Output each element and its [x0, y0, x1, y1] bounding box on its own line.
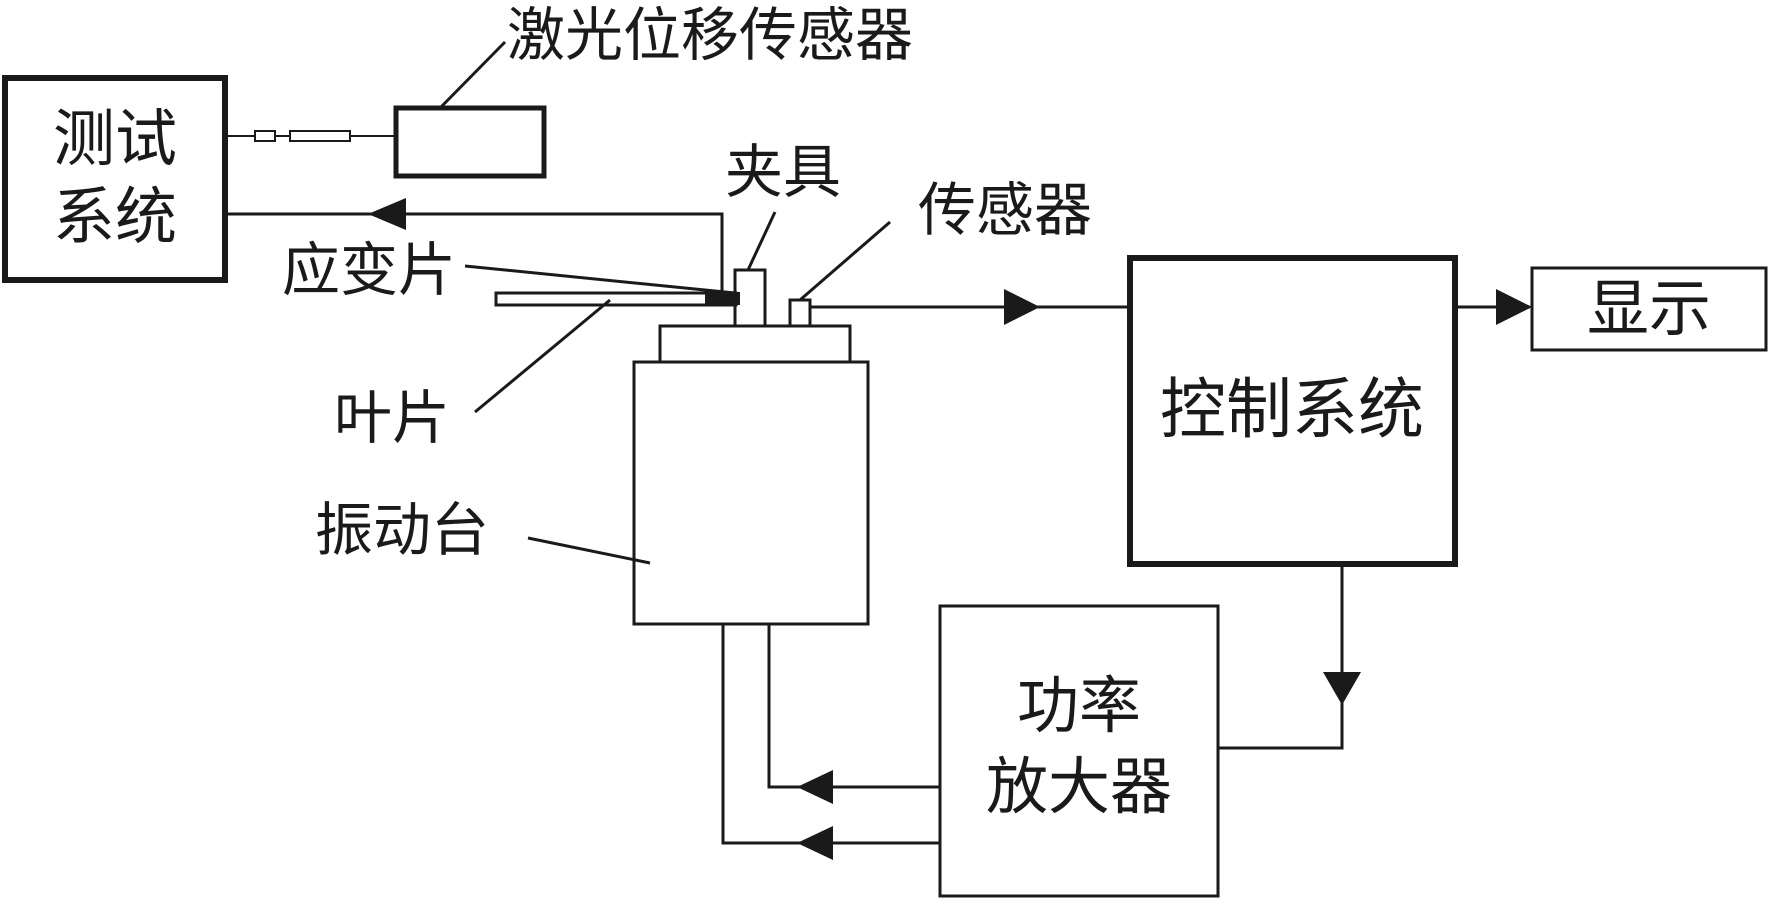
- sensor-label: 传感器: [918, 176, 1092, 244]
- sensor: [788, 298, 812, 328]
- laser-sensor-label: 激光位移传感器: [507, 1, 913, 69]
- test-system-label-line2: 系统: [53, 180, 177, 253]
- arrow-to-power-amplifier: [1323, 672, 1361, 705]
- strain-gauge-label: 应变片: [282, 236, 456, 304]
- drive-signal-line: [1218, 564, 1344, 750]
- fixture-label: 夹具: [725, 138, 841, 206]
- strain-gauge: [705, 292, 740, 305]
- blade: [494, 291, 738, 307]
- laser-probe-cable: [225, 130, 396, 142]
- arrow-to-control-system: [1004, 289, 1040, 325]
- sensor-leader: [799, 220, 891, 302]
- shaker-label: 振动台: [315, 496, 489, 564]
- fixture-leader: [746, 211, 777, 271]
- amp-to-shaker-line-1: [767, 624, 940, 789]
- shaker-body: [632, 360, 870, 626]
- test-system-box: [2, 75, 228, 283]
- laser-sensor-leader: [438, 40, 507, 110]
- test-system-label-line1: 测试: [53, 102, 177, 175]
- shaker-leader: [527, 536, 651, 565]
- power-amplifier-label-line1: 功率: [1017, 669, 1141, 742]
- power-amplifier-label-line2: 放大器: [986, 750, 1172, 823]
- arrow-to-display: [1496, 289, 1532, 325]
- control-system-label: 控制系统: [1160, 371, 1424, 448]
- display-box: [1530, 266, 1768, 352]
- amp-to-shaker-line-2: [721, 624, 940, 845]
- laser-sensor-box: [393, 105, 547, 179]
- arrow-to-shaker-2: [797, 826, 833, 860]
- display-label: 显示: [1587, 272, 1711, 345]
- shaker-top-plate: [658, 324, 852, 364]
- blade-label: 叶片: [334, 384, 450, 452]
- power-amplifier-box: [938, 604, 1220, 898]
- arrow-to-shaker-1: [797, 770, 833, 804]
- control-system-box: [1127, 255, 1458, 567]
- blade-leader: [474, 298, 611, 414]
- strain-gauge-leader: [464, 264, 736, 295]
- arrow-to-test-system: [368, 198, 406, 230]
